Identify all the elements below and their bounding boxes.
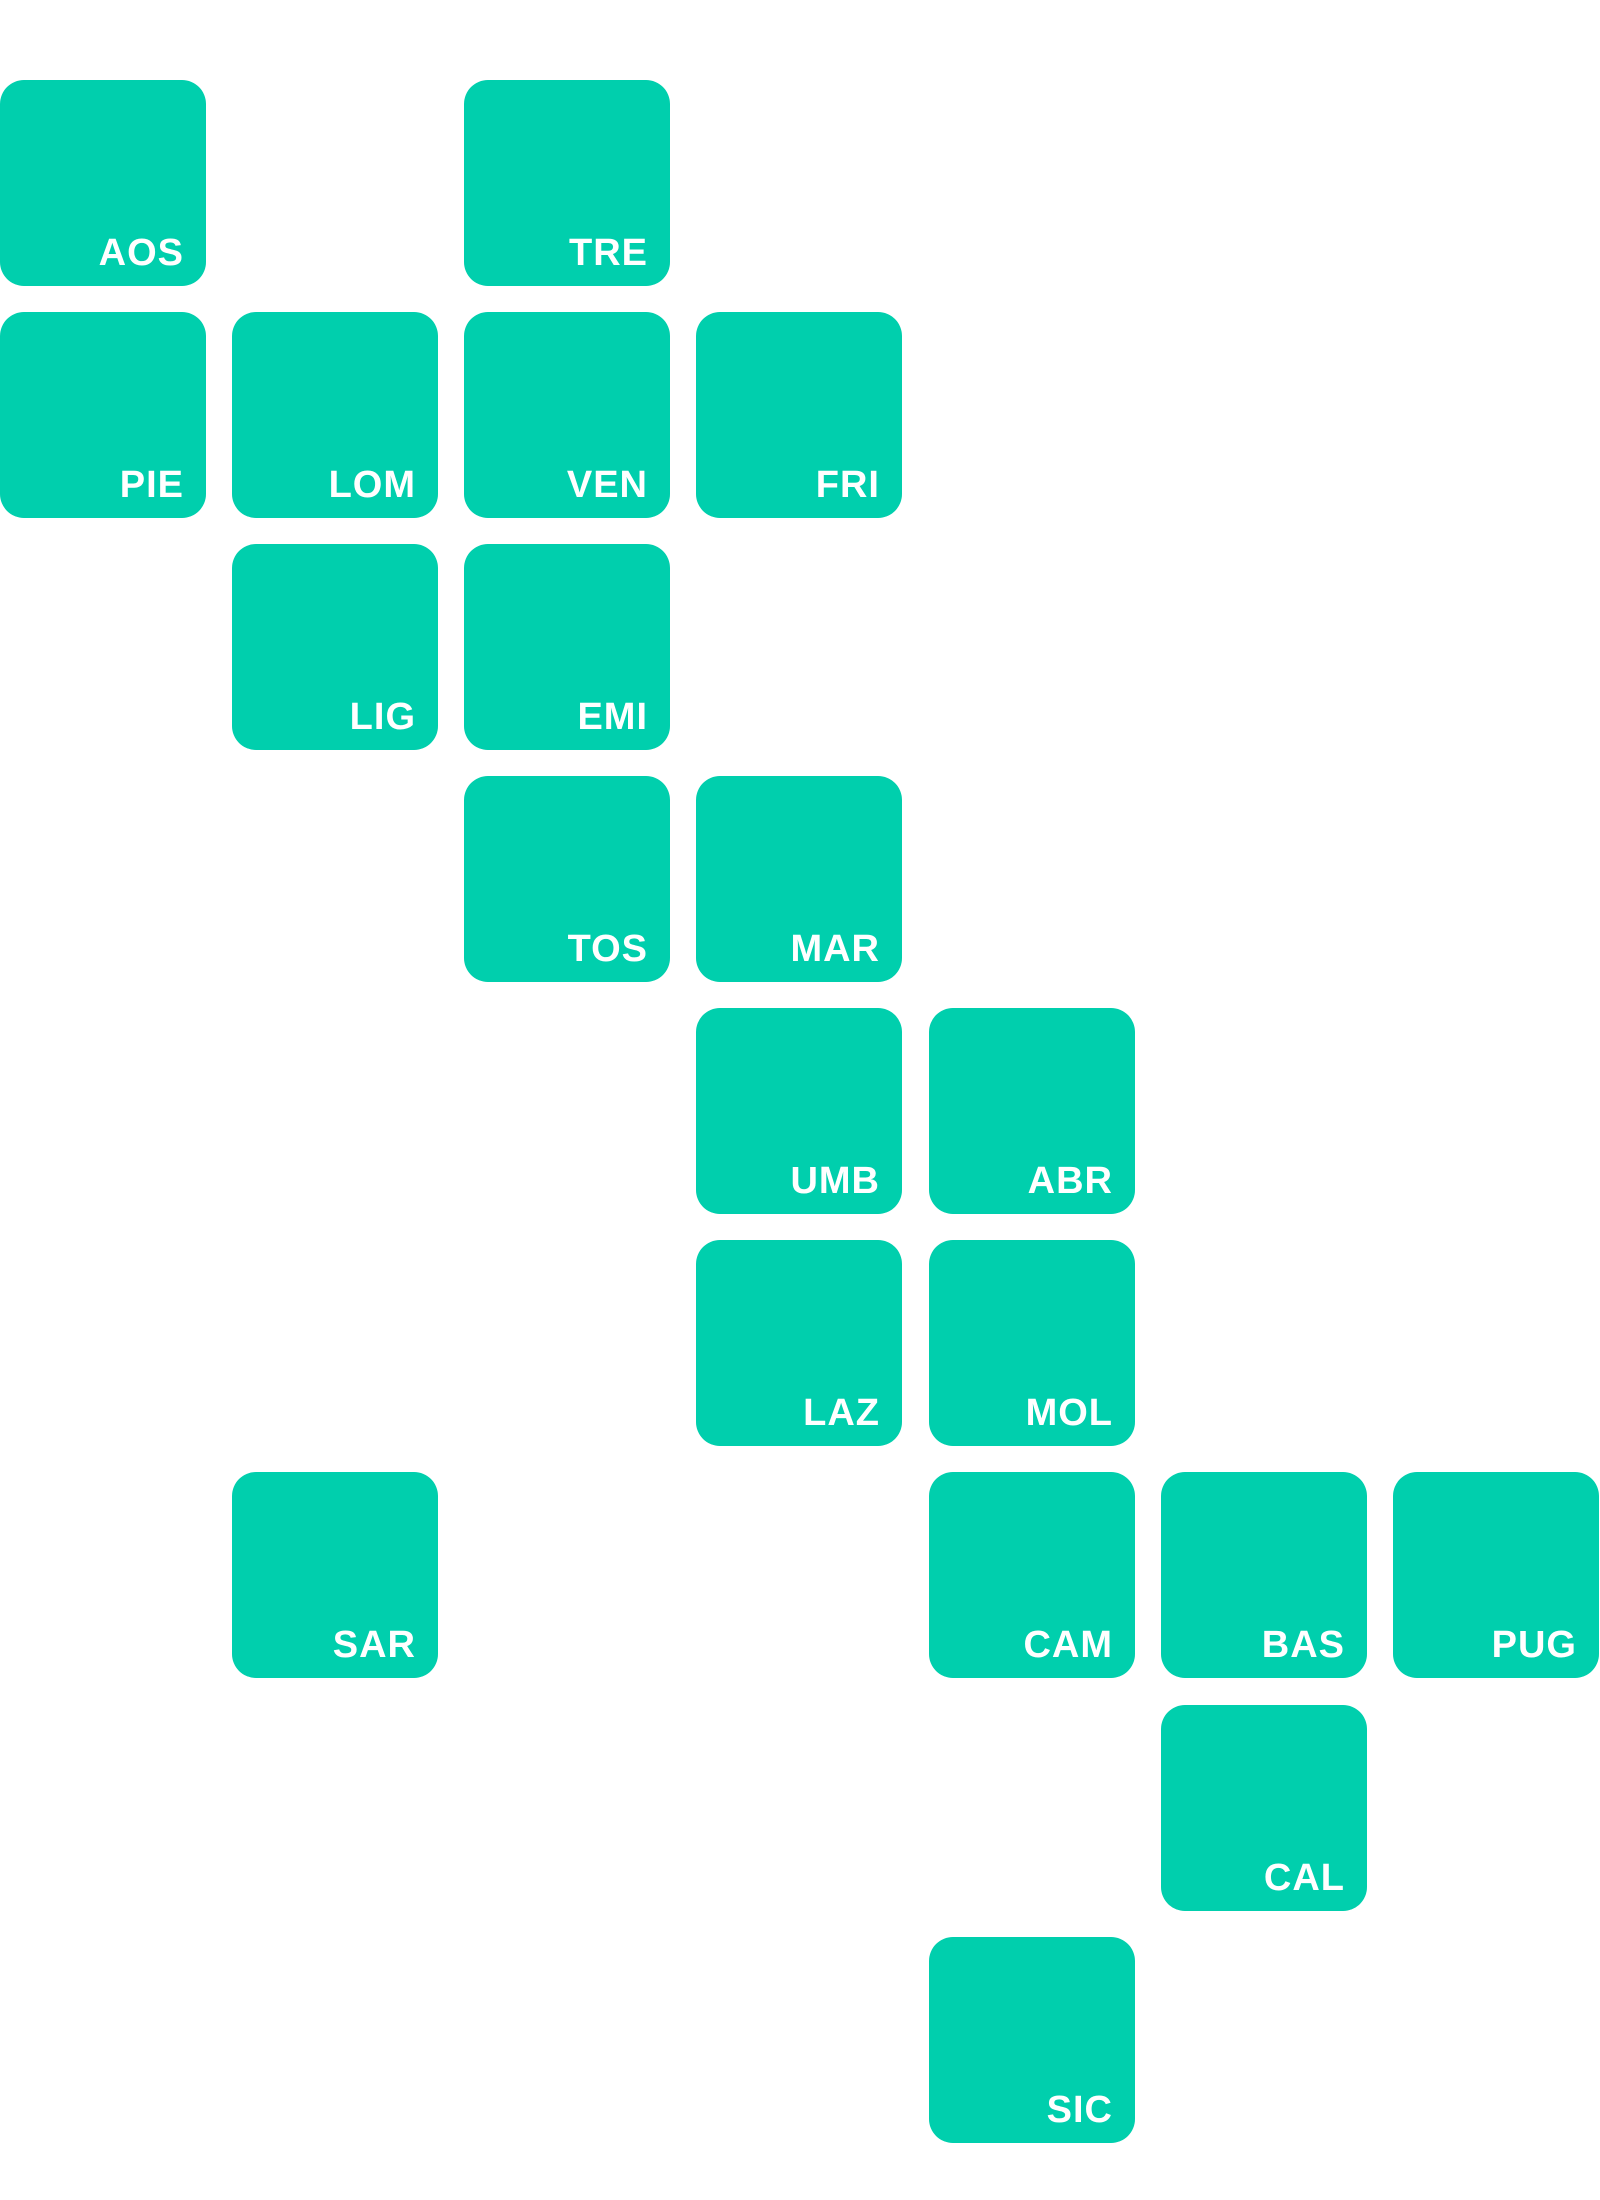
region-tile-mar[interactable]: MAR: [696, 776, 902, 982]
region-label: TOS: [567, 928, 648, 970]
region-tile-sar[interactable]: SAR: [232, 1472, 438, 1678]
region-tile-pug[interactable]: PUG: [1393, 1472, 1599, 1678]
region-label: MAR: [790, 928, 880, 970]
region-label: CAM: [1023, 1624, 1113, 1666]
region-label: BAS: [1261, 1624, 1345, 1666]
region-tile-ven[interactable]: VEN: [464, 312, 670, 518]
region-label: PUG: [1491, 1624, 1577, 1666]
region-label: MOL: [1025, 1392, 1113, 1434]
region-label: AOS: [98, 232, 184, 274]
region-label: TRE: [569, 232, 648, 274]
region-tile-mol[interactable]: MOL: [929, 1240, 1135, 1446]
region-label: UMB: [790, 1160, 880, 1202]
region-tile-cam[interactable]: CAM: [929, 1472, 1135, 1678]
region-tile-abr[interactable]: ABR: [929, 1008, 1135, 1214]
region-label: PIE: [119, 464, 184, 506]
region-tile-lom[interactable]: LOM: [232, 312, 438, 518]
region-label: LOM: [328, 464, 416, 506]
region-label: VEN: [566, 464, 648, 506]
region-label: FRI: [815, 464, 880, 506]
region-label: SIC: [1046, 2089, 1113, 2131]
region-label: EMI: [577, 696, 648, 738]
region-tile-cal[interactable]: CAL: [1161, 1705, 1367, 1911]
region-tile-sic[interactable]: SIC: [929, 1937, 1135, 2143]
region-tile-lig[interactable]: LIG: [232, 544, 438, 750]
region-tile-bas[interactable]: BAS: [1161, 1472, 1367, 1678]
region-label: CAL: [1263, 1857, 1345, 1899]
region-label: ABR: [1027, 1160, 1113, 1202]
region-tile-pie[interactable]: PIE: [0, 312, 206, 518]
region-tile-fri[interactable]: FRI: [696, 312, 902, 518]
region-tile-aos[interactable]: AOS: [0, 80, 206, 286]
region-tile-laz[interactable]: LAZ: [696, 1240, 902, 1446]
region-tile-emi[interactable]: EMI: [464, 544, 670, 750]
region-tile-tre[interactable]: TRE: [464, 80, 670, 286]
region-label: SAR: [332, 1624, 416, 1666]
region-tile-umb[interactable]: UMB: [696, 1008, 902, 1214]
region-label: LIG: [349, 696, 416, 738]
region-tile-tos[interactable]: TOS: [464, 776, 670, 982]
region-label: LAZ: [803, 1392, 880, 1434]
